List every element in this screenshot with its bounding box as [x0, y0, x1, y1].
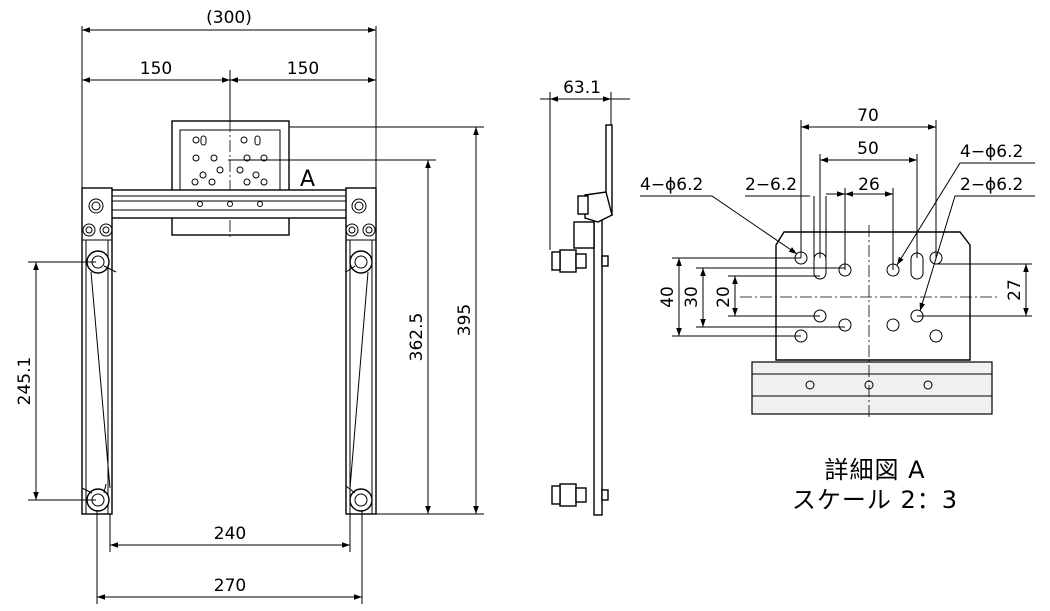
dimension-70-label: 70: [857, 106, 879, 126]
dimension-362-5: 362.5: [407, 160, 431, 514]
dimension-240: 240: [110, 524, 350, 548]
front-view: (300) 150 150 A: [15, 8, 484, 604]
dimension-50-label: 50: [857, 139, 879, 159]
note-2-slots: 2−6.2: [745, 175, 827, 258]
top-mounting-plate: [171, 120, 290, 240]
dimension-245-1-label: 245.1: [15, 357, 35, 406]
detail-scale: スケール 2：3: [792, 486, 958, 514]
detail-marker-a: A: [300, 167, 315, 192]
note-2-holes-right: 2−ϕ6.2: [919, 175, 1035, 312]
dimension-40-label: 40: [658, 286, 678, 308]
dimension-270-label: 270: [214, 576, 246, 596]
note-2-holes-right-label: 2−ϕ6.2: [960, 175, 1023, 195]
dimension-40: 40: [658, 258, 682, 336]
dimension-27-label: 27: [1005, 279, 1025, 301]
note-4-holes-right-label: 4−ϕ6.2: [960, 142, 1023, 162]
dimension-150-right-label: 150: [287, 59, 319, 79]
dimension-27: 27: [1005, 264, 1029, 316]
dimension-150-pair: 150 150: [82, 59, 376, 83]
side-view: 63.1: [540, 78, 630, 516]
dimension-30-label: 30: [682, 286, 702, 308]
dimension-150-left-label: 150: [140, 59, 172, 79]
dimension-30: 30: [682, 268, 706, 327]
note-4-holes-left-label: 4−ϕ6.2: [640, 175, 703, 195]
dimension-63-1-label: 63.1: [563, 78, 601, 98]
left-rail: [81, 187, 117, 515]
cross-beam: [109, 189, 351, 219]
dimension-395-label: 395: [455, 304, 475, 336]
detail-view-a: 70 50 26 4−ϕ6.2 2−6.2 4−ϕ6.2: [640, 106, 1035, 514]
dimension-245-1: 245.1: [15, 262, 39, 500]
dimension-20: 20: [714, 276, 738, 316]
note-4-holes-right: 4−ϕ6.2: [896, 142, 1035, 266]
dimension-26: 26: [826, 175, 893, 197]
note-2-slots-label: 2−6.2: [745, 175, 797, 195]
detail-title: 詳細図 A: [824, 456, 925, 484]
dimension-300-label: (300): [206, 8, 252, 28]
dimension-26-label: 26: [858, 175, 880, 195]
dimension-240-label: 240: [214, 524, 246, 544]
dimension-270: 270: [97, 576, 362, 600]
dimension-395: 395: [455, 127, 479, 514]
dimension-63-1: 63.1: [540, 78, 630, 102]
dimension-50: 50: [820, 139, 917, 163]
dimension-362-5-label: 362.5: [407, 313, 427, 362]
dimension-300: (300): [82, 8, 376, 33]
right-rail: [345, 187, 377, 515]
note-4-holes-left: 4−ϕ6.2: [640, 175, 798, 255]
dimension-20-label: 20: [714, 286, 734, 308]
dimension-70: 70: [801, 106, 936, 130]
